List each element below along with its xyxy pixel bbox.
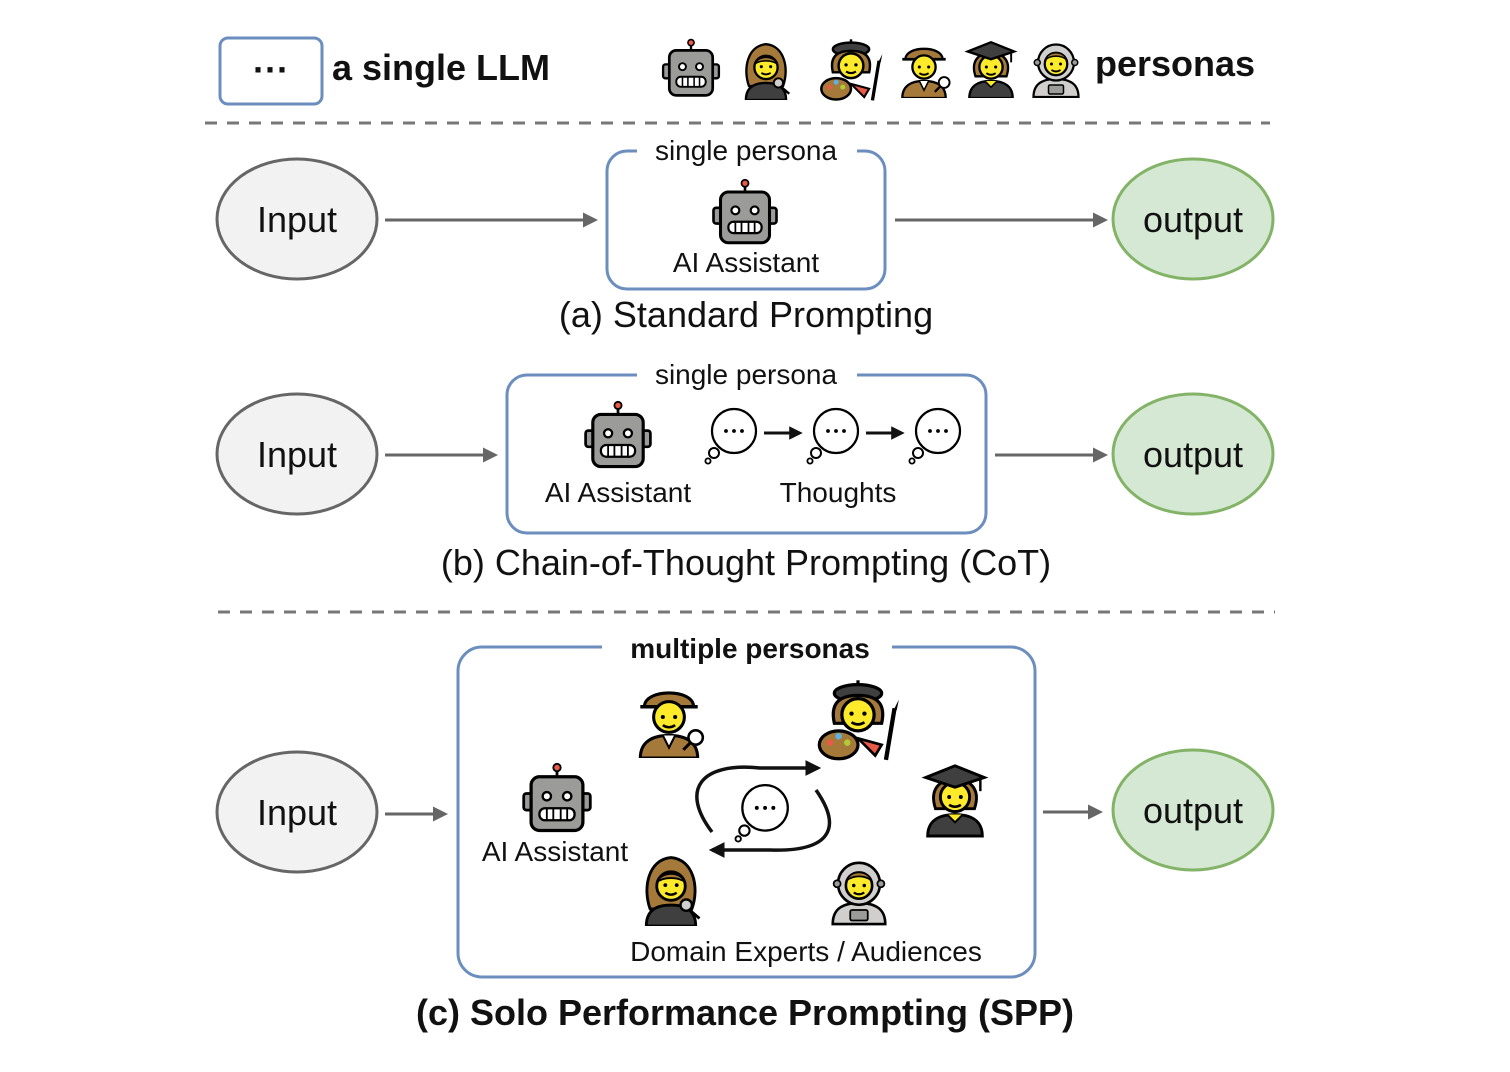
section-b-cot-prompting: Input single persona AI Assistant Though… xyxy=(215,358,1275,583)
graduate-icon xyxy=(924,764,986,838)
output-node xyxy=(1111,157,1275,281)
astronaut-icon xyxy=(831,861,887,926)
box-title: multiple personas xyxy=(630,633,870,664)
robot-icon xyxy=(661,38,721,97)
output-node xyxy=(1111,392,1275,516)
llm-legend-box xyxy=(218,36,324,106)
woman-singer-icon xyxy=(744,43,791,100)
detective-icon xyxy=(900,47,951,98)
section-c-spp: Input multiple personas AI Assistant Dom… xyxy=(215,630,1275,1033)
llm-legend-symbol: ··· xyxy=(253,49,289,90)
output-node xyxy=(1111,748,1275,872)
input-label: Input xyxy=(257,434,337,475)
output-label: output xyxy=(1143,790,1243,831)
experts-label: Domain Experts / Audiences xyxy=(630,936,982,967)
agent-label: AI Assistant xyxy=(545,477,692,508)
llm-legend-label: a single LLM xyxy=(332,47,550,88)
input-node xyxy=(215,750,379,874)
box-title: single persona xyxy=(655,135,838,166)
input-label: Input xyxy=(257,199,337,240)
graduate-icon xyxy=(966,41,1016,98)
astronaut-icon xyxy=(1032,43,1080,98)
output-label: output xyxy=(1143,199,1243,240)
section-a-standard-prompting: Input single persona AI Assistant output… xyxy=(215,134,1275,335)
agent-label: AI Assistant xyxy=(482,836,629,867)
caption-a: (a) Standard Prompting xyxy=(559,294,933,335)
box-title: single persona xyxy=(655,359,838,390)
cycle-arrow-top xyxy=(695,760,822,834)
agent-label: AI Assistant xyxy=(673,247,820,278)
thoughts-label: Thoughts xyxy=(780,477,897,508)
legend: ··· a single LLM personas xyxy=(218,36,1255,106)
caption-c: (c) Solo Performance Prompting (SPP) xyxy=(416,992,1074,1033)
input-node xyxy=(215,392,379,516)
personas-legend-label: personas xyxy=(1095,43,1255,84)
input-node xyxy=(215,157,379,281)
cycle-arrow-bottom xyxy=(708,788,832,858)
input-label: Input xyxy=(257,792,337,833)
woman-artist-icon xyxy=(819,37,884,102)
output-label: output xyxy=(1143,434,1243,475)
caption-b: (b) Chain-of-Thought Prompting (CoT) xyxy=(441,542,1051,583)
